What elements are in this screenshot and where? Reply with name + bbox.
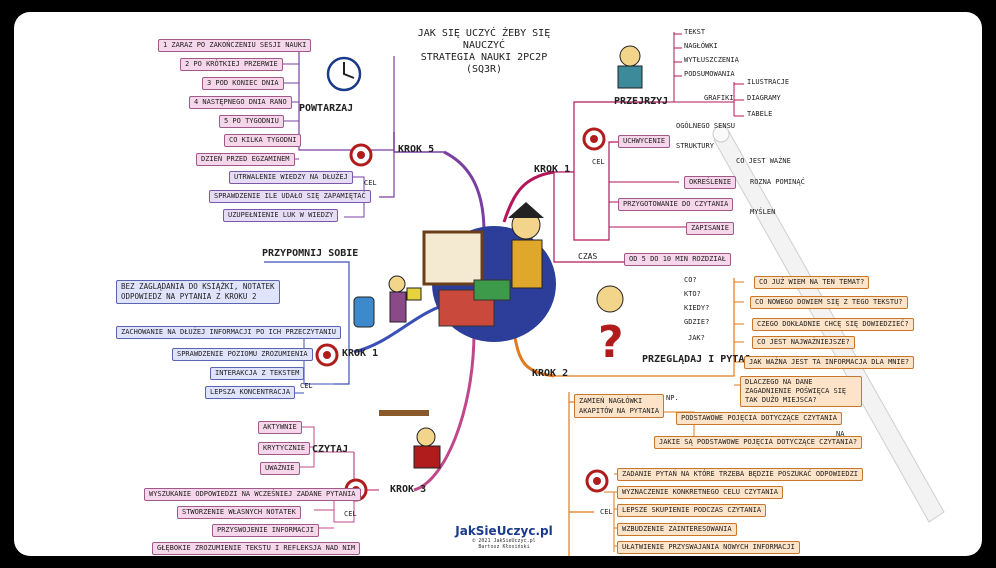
krok4-instruction-line-2: ODPOWIEDZ NA PYTANIA Z KROKU 2 [121,292,257,301]
krok4-label: KROK 1 [342,348,379,359]
example-item: JAKIE SĄ PODSTAWOWE POJĘCIA DOTYCZĄCE CZ… [654,436,863,449]
krok3-cel-item: GŁĘBOKIE ZROZUMIENIE TEKSTU I REFLEKSJA … [152,542,361,555]
krok1-cel: CEL [592,158,605,166]
krok4-cel: CEL [300,382,313,390]
krok4-instruction-line-1: BEZ ZAGLĄDANIA DO KSIĄŻKI, NOTATEK [121,282,275,291]
graphics-label: GRAFIKI [704,94,734,102]
krok3-cel-item: STWORZENIE WŁASNYCH NOTATEK [177,506,301,519]
clock-icon [326,56,362,92]
reading-kid-icon [379,410,441,469]
krok2-cel: CEL [600,508,613,516]
question-item: CO JEST NAJWAŻNIEJSZE? [752,336,855,349]
krok5-stage: POWTARZAJ [299,103,354,114]
krok3-cel-item: PRZYSWOJENIE INFORMACJI [212,524,319,537]
krok4-instruction: BEZ ZAGLĄDANIA DO KSIĄŻKI, NOTATEK ODPOW… [116,280,280,304]
scan-item: WYTŁUSZCZENIA [684,56,739,64]
question-word: CO? [684,276,697,284]
krok2-cel-item: WYZNACZENIE KONKRETNEGO CELU CZYTANIA [617,486,783,499]
na-label: NA [836,430,845,438]
krok1-stage: PRZEJRZYJ [614,96,669,107]
repeat-item: 2 PO KRÓTKIEJ PRZERWIE [180,58,283,71]
example-item: PODSTAWOWE POJĘCIA DOTYCZĄCE CZYTANIA [676,412,842,425]
convert-line-2: AKAPITÓW NA PYTANIA [579,407,660,415]
question-mark-icon: ? [596,285,624,368]
krok1-czas: CZAS [578,252,598,261]
question-word: JAK? [688,334,705,342]
krok1-cel-item: ZAPISANIE [686,222,734,235]
partial-item: CO JEST WAŻNE [736,157,791,165]
krok2-cel-item: LEPSZE SKUPIENIE PODCZAS CZYTANIA [617,504,767,517]
partial-item: STRUKTURY [676,142,714,150]
board-icon [422,230,484,286]
map-title: JAK SIĘ UCZYĆ ŻEBY SIĘ NAUCZYĆ STRATEGIA… [409,28,559,76]
krok5-cel-item: UZUPEŁNIENIE LUK W WIEDZY [223,209,339,222]
krok4-cel-item: LEPSZA KONCENTRACJA [205,386,296,399]
krok5-cel-item: UTRWALENIE WIEDZY NA DŁUŻEJ [229,171,353,184]
question-word: KIEDY? [684,304,710,312]
repeat-item: 4 NASTĘPNEGO DNIA RANO [189,96,292,109]
question-item: CO NOWEGO DOWIEM SIĘ Z TEGO TEKSTU? [750,296,908,309]
logo-author: Bartosz Kłosiński [478,544,530,550]
krok5-label: KROK 5 [398,144,435,155]
krok2-cel-item: UŁATWIENIE PRZYSWAJANIA NOWYCH INFORMACJ… [617,541,800,554]
krok2-stage: PRZEGLĄDAJ I PYTAJ [642,354,751,365]
convert-headings: ZAMIEŃ NAGŁÓWKI AKAPITÓW NA PYTANIA [574,394,665,418]
question-word: KTO? [684,290,701,298]
question-item: CZEGO DOKŁADNIE CHCĘ SIĘ DOWIEDZIEĆ? [752,318,914,331]
title-line-1: JAK SIĘ UCZYĆ ŻEBY SIĘ NAUCZYĆ [417,28,551,51]
mode-item: AKTYWNIE [258,421,302,434]
repeat-item: CO KILKA TYGODNI [224,134,302,147]
krok4-cel-item: ZACHOWANIE NA DŁUŻEJ INFORMACJI PO ICH P… [116,326,341,339]
example-tag: NP. [666,394,679,402]
reader-icon [617,45,643,89]
logo: JakSieUczyc.pl © 2021 JakSieUczyc.pl Bar… [439,524,569,550]
mind-map-canvas: ? JAK SIĘ UCZYĆ ŻEBY SIĘ NAUCZYĆ STRATEG… [14,12,982,556]
mode-item: UWAŻNIE [260,462,300,475]
partial-item: OGÓLNEGO SENSU [676,122,736,130]
scan-item: PODSUMOWANIA [684,70,735,78]
mode-item: KRYTYCZNIE [258,442,311,455]
krok3-cel: CEL [344,510,357,518]
krok4-cel-item: SPRAWDZENIE POZIOMU ZROZUMIENIA [172,348,313,361]
krok3-stage: CZYTAJ [312,444,349,455]
krok3-cel-item: WYSZUKANIE ODPOWIEDZI NA WCZEŚNIEJ ZADAN… [144,488,361,501]
krok3-label: KROK 3 [390,484,427,495]
scan-item: NAGŁÓWKI [684,42,718,50]
partial-item: MYŚLEN [750,208,776,216]
graphics-item: ILUSTRACJE [747,78,790,86]
krok4-stage: PRZYPOMNIJ SOBIE [262,248,359,259]
krok2-cel-item: ZADANIE PYTAŃ NA KTÓRE TRZEBA BĘDZIE POS… [617,468,864,481]
graphics-item: TABELE [747,110,773,118]
logo-copyright: © 2021 JakSieUczyc.pl [472,538,536,544]
logo-brand: JakSieUczyc.pl [455,524,553,538]
krok2-cel-item: WZBUDZENIE ZAINTERESOWANIA [617,523,737,536]
scan-item: TEKST [684,28,706,36]
friends-icon [353,275,422,328]
krok2-label: KROK 2 [532,368,569,379]
krok1-label: KROK 1 [534,164,571,175]
krok1-cel-item: PRZYGOTOWANIE DO CZYTANIA [618,198,734,211]
krok5-cel: CEL [364,179,377,187]
krok4-cel-item: INTERAKCJA Z TEKSTEM [210,367,305,380]
graphics-item: DIAGRAMY [747,94,781,102]
krok1-cel-item: UCHWYCENIE [618,135,671,148]
krok5-cel-item: SPRAWDZENIE ILE UDAŁO SIĘ ZAPAMIĘTAĆ [209,190,371,203]
question-item: CO JUŻ WIEM NA TEN TEMAT? [754,276,870,289]
question-item: DLACZEGO NA DANE ZAGADNIENIE POŚWIĘCA SI… [740,376,862,407]
repeat-item: 3 POD KONIEC DNIA [202,77,284,90]
repeat-item: DZIEŃ PRZED EGZAMINEM [196,153,295,166]
title-line-2: STRATEGIA NAUKI 2PC2P (SQ3R) [420,52,548,75]
svg-text:?: ? [598,317,624,368]
convert-line-1: ZAMIEŃ NAGŁÓWKI [579,397,643,405]
question-word: GDZIE? [684,318,710,326]
partial-item: OKREŚLENIE [684,176,737,189]
krok1-czas-value: OD 5 DO 10 MIN ROZDZIAŁ [624,253,731,266]
repeat-item: 5 PO TYGODNIU [219,115,284,128]
question-item: JAK WAŻNA JEST TA INFORMACJA DLA MNIE? [744,356,915,369]
partial-item: ROZNA POMINĄĆ [750,178,805,186]
books-icon [438,289,495,327]
repeat-item: 1 ZARAZ PO ZAKOŃCZENIU SESJI NAUKI [158,39,312,52]
